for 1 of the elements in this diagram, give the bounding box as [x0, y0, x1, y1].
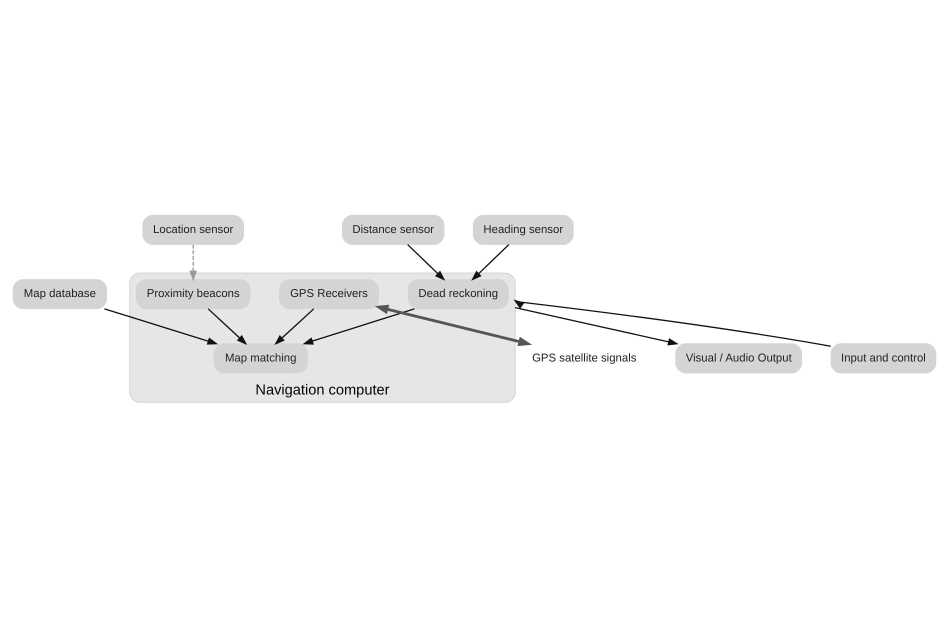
- node-text: GPS satellite signals: [532, 352, 636, 364]
